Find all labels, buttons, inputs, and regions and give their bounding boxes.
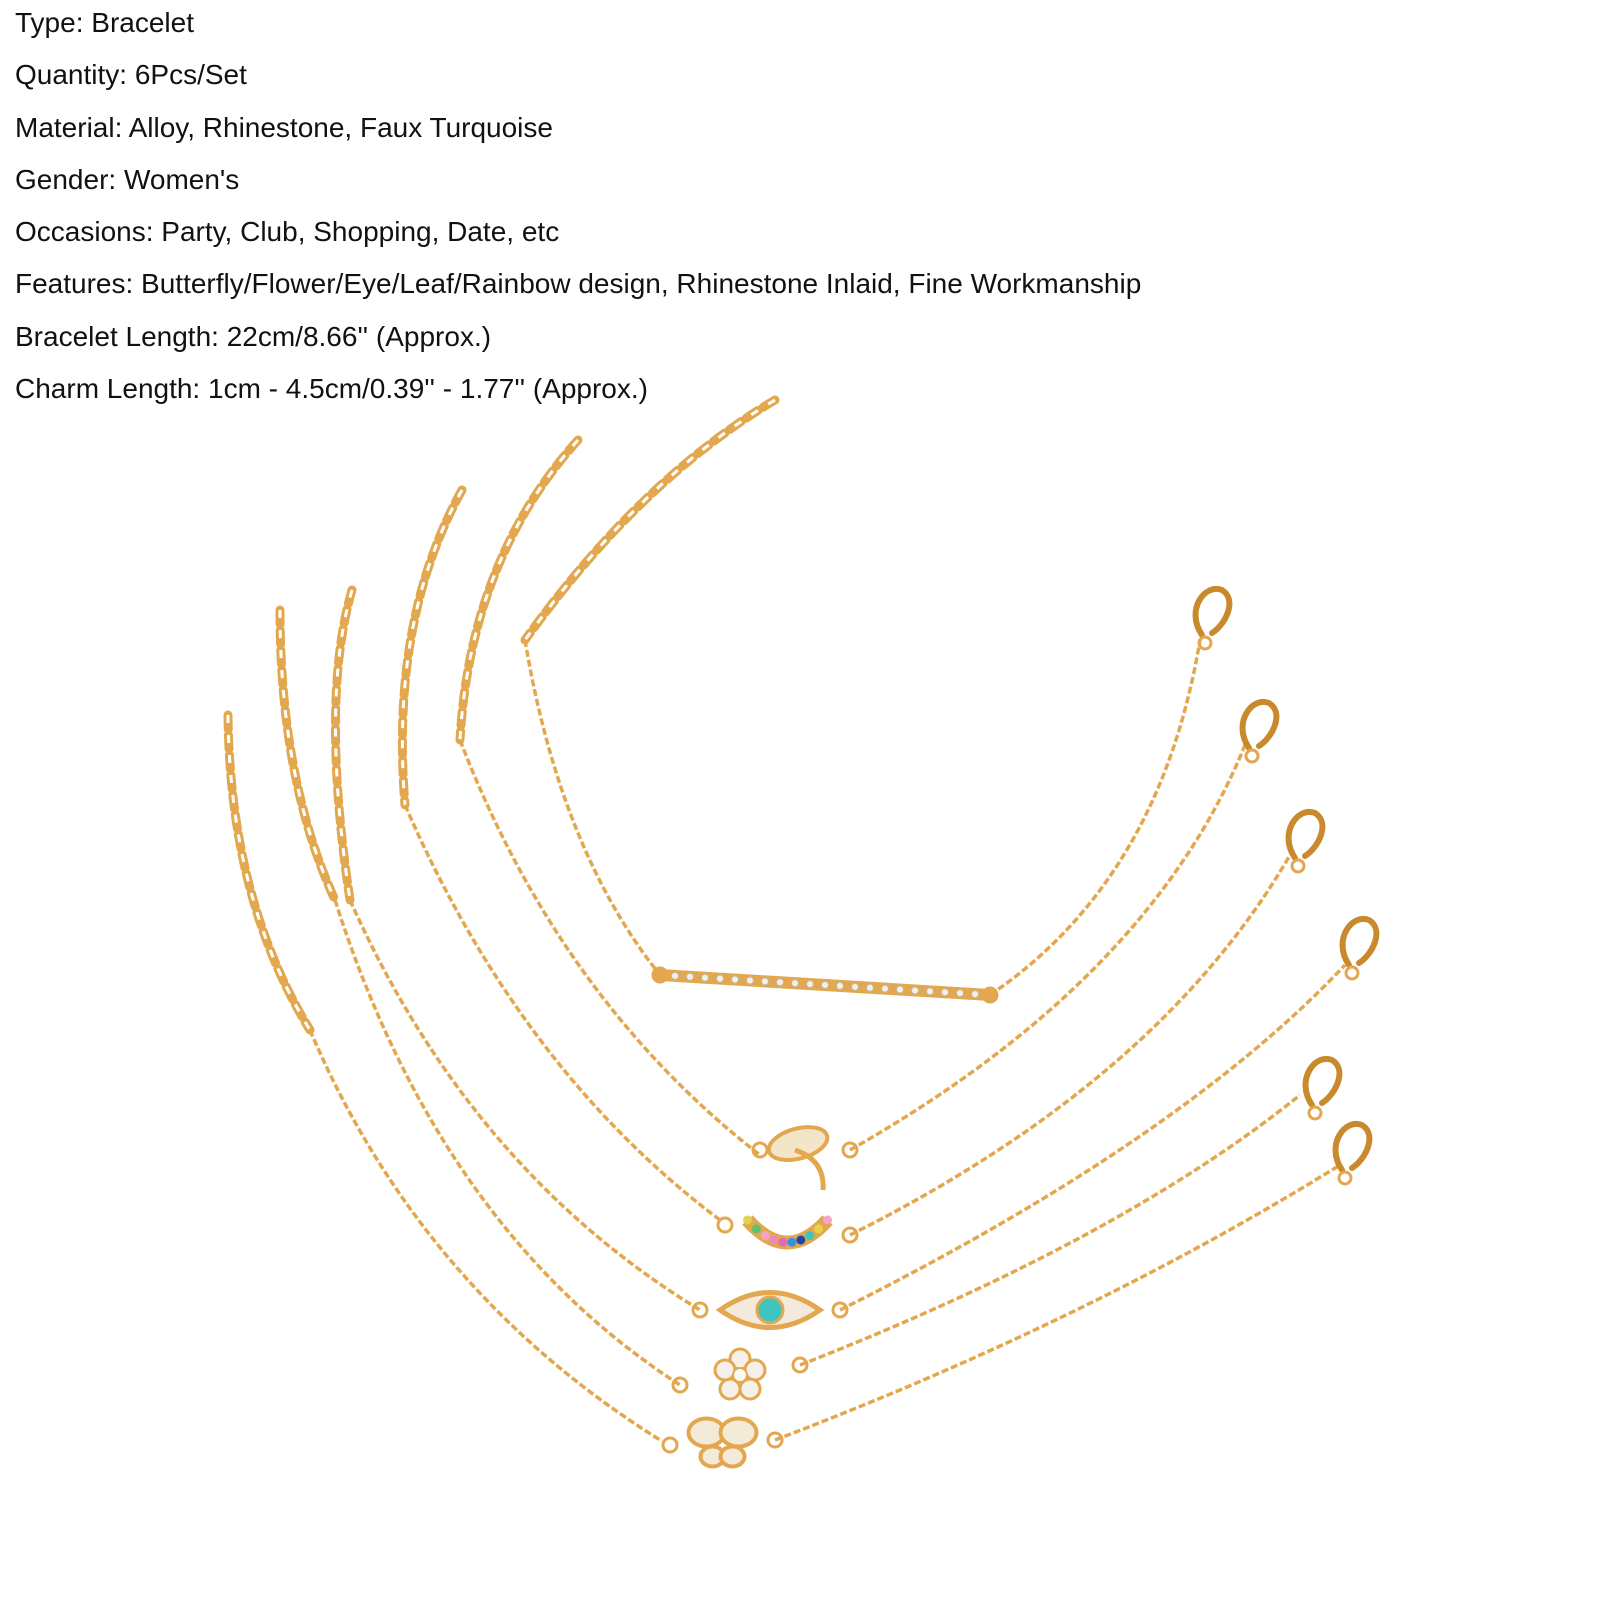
leaf-charm: [766, 1125, 830, 1191]
extension-chain: [275, 605, 340, 905]
lobster-clasp: [1192, 585, 1233, 651]
lobster-clasp: [1285, 808, 1326, 874]
extension-chain-highlight: [278, 609, 337, 901]
jump-ring: [766, 1431, 784, 1449]
chain-left: [333, 899, 681, 1387]
chain-right: [849, 854, 1292, 1237]
bracelet-eye: [331, 585, 1380, 1330]
lobster-clasp: [1239, 698, 1280, 764]
bar-charm: [654, 969, 996, 1001]
extension-chain-highlight: [334, 589, 354, 901]
jump-ring: [831, 1301, 849, 1319]
spec-occasions: Occasions: Party, Club, Shopping, Date, …: [15, 216, 560, 248]
extension-chain-highlight: [523, 398, 776, 641]
rainbow-charm: [742, 1215, 833, 1250]
jump-ring: [691, 1301, 709, 1319]
bracelet-rainbow: [397, 485, 1326, 1250]
bracelet-flower: [275, 605, 1343, 1401]
bracelet-bar: [520, 395, 1233, 1004]
chain-left: [348, 899, 701, 1312]
eye-charm: [715, 1290, 825, 1330]
jump-ring: [716, 1216, 734, 1234]
chain-right: [839, 963, 1347, 1312]
jump-ring: [671, 1376, 689, 1394]
spec-material: Material: Alloy, Rhinestone, Faux Turquo…: [15, 111, 553, 143]
chain-left: [458, 739, 762, 1157]
spec-quantity: Quantity: 6Pcs/Set: [15, 59, 247, 91]
chain-left: [523, 639, 662, 977]
spec-bracelet-length: Bracelet Length: 22cm/8.66'' (Approx.): [15, 320, 492, 352]
chain-right: [849, 744, 1247, 1152]
jump-ring: [841, 1226, 859, 1244]
jump-ring: [661, 1436, 679, 1454]
extension-chain: [223, 710, 315, 1035]
product-specs: Type: Bracelet Quantity: 6Pcs/Set Materi…: [15, 4, 1141, 422]
spec-features: Features: Butterfly/Flower/Eye/Leaf/Rain…: [15, 268, 1142, 300]
extension-chain: [520, 395, 780, 645]
lobster-clasp: [1302, 1055, 1343, 1121]
extension-chain-highlight: [458, 438, 580, 741]
chain-left: [308, 1029, 661, 1442]
butterfly-charm: [686, 1416, 759, 1469]
chain-left: [403, 804, 722, 1222]
bracelet-leaf: [455, 435, 1280, 1191]
spec-type: Type: Bracelet: [15, 7, 194, 38]
lobster-clasp: [1332, 1120, 1373, 1186]
spec-gender: Gender: Women's: [15, 163, 240, 195]
flower-charm: [713, 1347, 767, 1401]
spec-charm-length: Charm Length: 1cm - 4.5cm/0.39'' - 1.77'…: [15, 373, 648, 405]
chain-right: [799, 1093, 1302, 1367]
jump-ring: [841, 1141, 859, 1159]
extension-chain: [397, 485, 467, 810]
jump-ring: [791, 1356, 809, 1374]
extension-chain-highlight: [226, 714, 312, 1031]
chain-right: [774, 1163, 1341, 1442]
lobster-clasp: [1339, 915, 1380, 981]
bracelet-butterfly: [223, 710, 1373, 1469]
chain-right: [989, 639, 1202, 997]
turquoise-stone: [755, 1295, 785, 1325]
